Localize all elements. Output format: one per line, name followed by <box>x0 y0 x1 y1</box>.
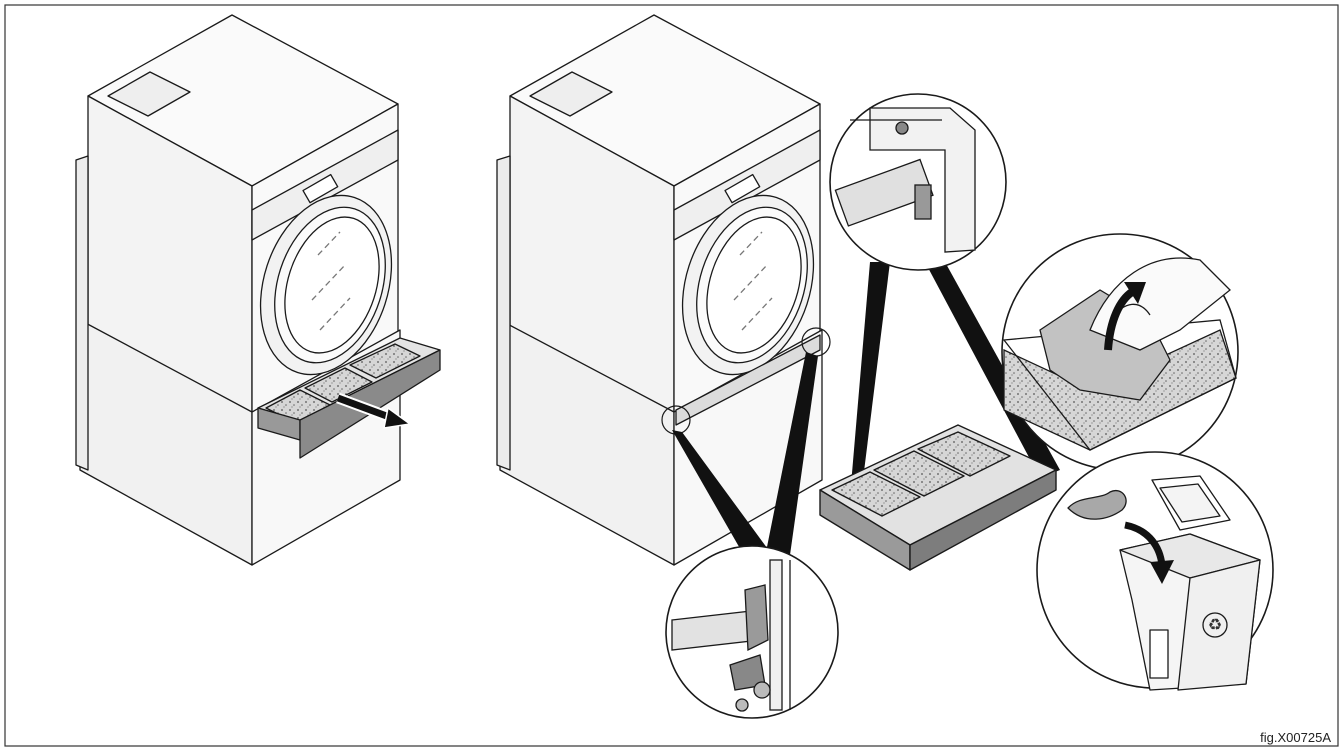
pull-arrow-icon <box>336 392 412 429</box>
figure-border <box>4 4 1339 747</box>
figure-label: fig.X00725A <box>1260 730 1331 745</box>
detail-hinge-bottom <box>665 545 839 719</box>
lint-filter-removed <box>819 424 1057 571</box>
callout-leaders <box>672 262 1060 555</box>
detail-latch-top <box>829 93 1007 271</box>
detail-lint-removal <box>1001 233 1239 471</box>
recycle-icon: ♻ <box>1208 617 1222 634</box>
dryer-left <box>75 14 401 566</box>
detail-disposal: ♻ <box>1036 451 1274 691</box>
curved-arrow-down-icon <box>1124 521 1174 584</box>
dryer-middle <box>496 14 823 566</box>
curved-arrow-up-icon <box>1104 282 1146 351</box>
